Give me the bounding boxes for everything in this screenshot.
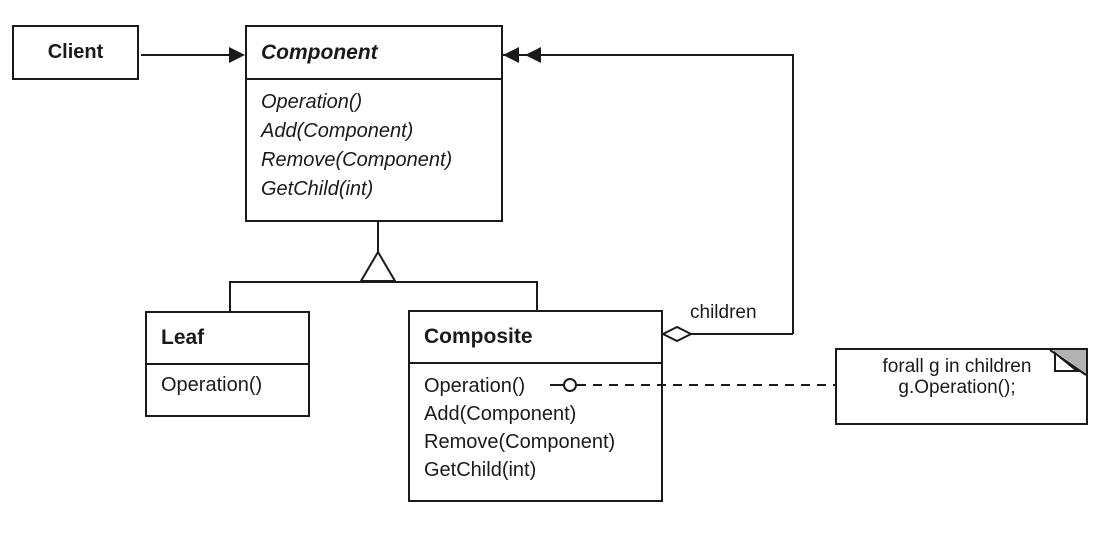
method-item: Add(Component) [261,120,414,142]
note-text: forall g in children g.Operation(); [837,356,1077,398]
arrowhead-right-icon [229,47,245,63]
class-name-client: Client [47,41,104,63]
class-title-leaf: Leaf [147,313,308,365]
aggregation-diamond-icon [660,325,694,343]
method-item: GetChild(int) [261,178,374,200]
association-label-children: children [690,302,757,323]
method-item: Operation() [424,375,526,397]
method-item: Operation() [161,374,263,396]
note-line: forall g in children [882,356,1032,377]
class-title-composite: Composite [410,312,661,364]
class-title-component: Component [247,27,501,80]
method-item: Remove(Component) [261,149,453,171]
method-item: Add(Component) [424,403,577,425]
note-line: g.Operation(); [898,377,1016,398]
class-methods-leaf: Operation() [147,365,308,399]
inheritance-triangle-icon [359,250,397,282]
class-box-composite[interactable]: Composite Operation() Add(Component) Rem… [408,310,663,502]
class-box-component[interactable]: Component Operation() Add(Component) Rem… [245,25,503,222]
arrowhead-left-icon [503,47,519,63]
method-item: GetChild(int) [424,459,537,481]
method-item: Remove(Component) [424,431,616,453]
class-name-composite: Composite [424,325,533,348]
method-item: Operation() [261,91,363,113]
class-methods-composite: Operation() Add(Component) Remove(Compon… [410,364,661,484]
class-box-client[interactable]: Client [12,25,139,80]
arrowhead-left-icon [525,47,541,63]
class-box-leaf[interactable]: Leaf Operation() [145,311,310,417]
class-name-component: Component [261,40,378,64]
class-methods-component: Operation() Add(Component) Remove(Compon… [247,80,501,204]
class-name-leaf: Leaf [161,326,205,349]
note-box[interactable]: forall g in children g.Operation(); [835,348,1088,425]
